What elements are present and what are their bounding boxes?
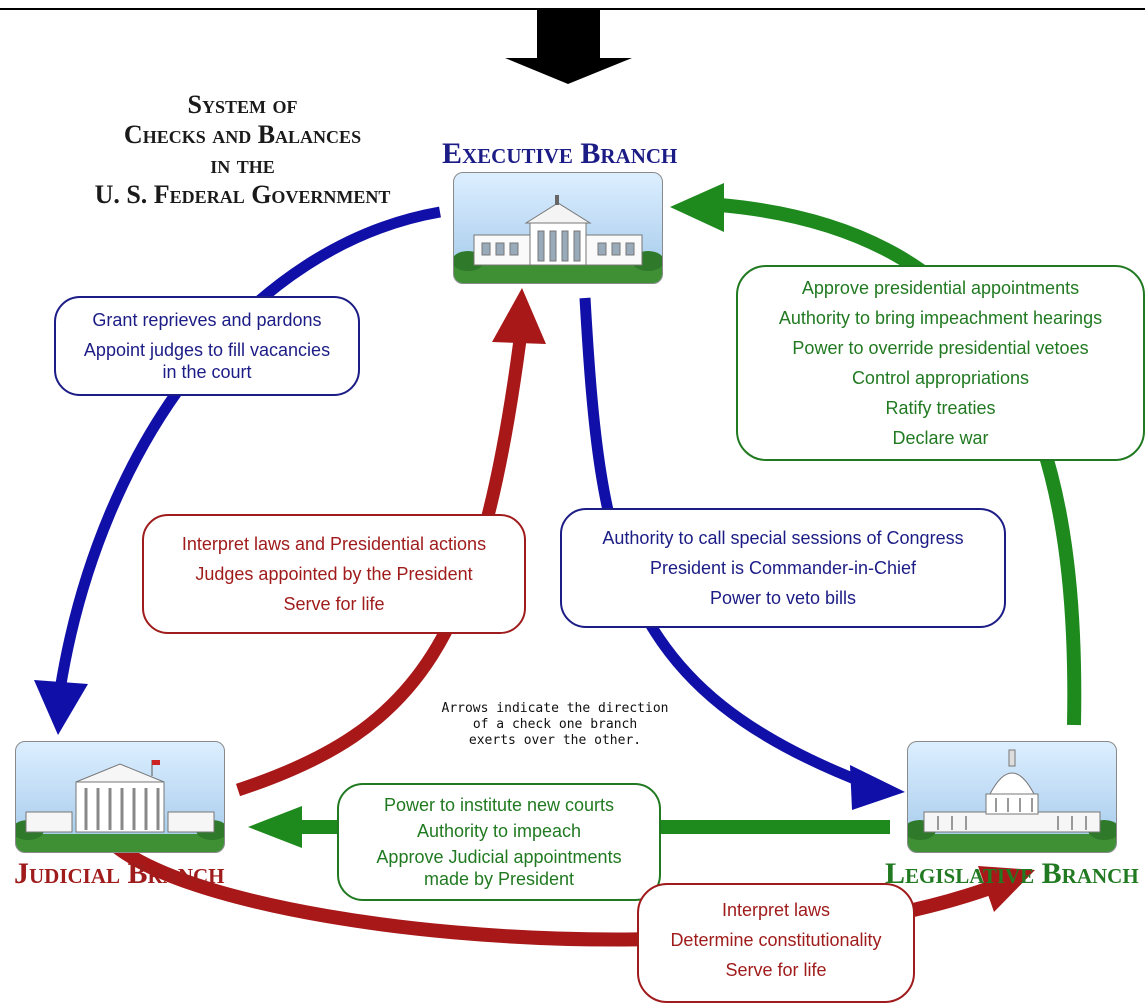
judicial-branch-label: Judicial Branch xyxy=(14,857,225,890)
supreme-court-icon xyxy=(15,741,225,853)
title-line-1: System of xyxy=(187,90,298,119)
check-item: Power to institute new courts xyxy=(383,795,615,815)
check-item: President is Commander-in-Chief xyxy=(649,558,917,578)
arrow-head-executive-to-judicial xyxy=(34,680,88,735)
capitol-building-icon xyxy=(907,741,1117,853)
check-item: Approve presidential appointments xyxy=(801,278,1080,298)
check-box-executive-over-legislative: Authority to call special sessions of Co… xyxy=(560,508,1006,628)
check-item: Serve for life xyxy=(725,960,827,980)
check-item: Control appropriations xyxy=(851,368,1030,388)
note-line-1: Arrows indicate the direction xyxy=(441,701,669,716)
check-item: Approve Judicial appointments made by Pr… xyxy=(376,847,622,889)
note-line-2: of a check one branch xyxy=(472,717,638,732)
white-house-icon xyxy=(453,172,663,284)
arrow-judicial-to-executive xyxy=(235,339,527,797)
check-item: Grant reprieves and pardons xyxy=(92,310,322,330)
check-box-executive-over-judicial: Grant reprieves and pardons Appoint judg… xyxy=(54,296,360,396)
check-item: Interpret laws xyxy=(721,900,831,920)
check-item: Authority to call special sessions of Co… xyxy=(602,528,964,548)
executive-branch-label: Executive Branch xyxy=(442,137,678,170)
check-item: Judges appointed by the President xyxy=(195,564,473,584)
title-line-3: in the xyxy=(210,150,275,179)
check-item: Serve for life xyxy=(283,594,385,614)
arrow-head-judicial-to-executive xyxy=(492,288,546,344)
title-line-2: Checks and Balances xyxy=(123,120,362,149)
title-line-4: U. S. Federal Government xyxy=(94,180,391,209)
arrow-legend-note: Arrows indicate the direction of a check… xyxy=(420,701,690,749)
check-box-legislative-over-judicial: Power to institute new courts Authority … xyxy=(337,783,661,901)
down-arrow-icon xyxy=(505,9,632,84)
arrow-head-executive-to-legislative xyxy=(850,765,905,810)
diagram-title: System of Checks and Balances in the U. … xyxy=(45,90,440,210)
check-box-judicial-over-legislative: Interpret laws Determine constitutionali… xyxy=(637,883,915,1003)
check-item: Authority to bring impeachment hearings xyxy=(778,308,1103,328)
legislative-branch-label: Legislative Branch xyxy=(885,857,1139,890)
arrow-head-judicial-to-legislative xyxy=(978,866,1035,912)
check-item: Determine constitutionality xyxy=(670,930,882,950)
note-line-3: exerts over the other. xyxy=(468,733,642,748)
check-item: Power to veto bills xyxy=(709,588,857,608)
check-item: Interpret laws and Presidential actions xyxy=(181,534,487,554)
check-box-legislative-over-executive: Approve presidential appointments Author… xyxy=(736,265,1145,461)
check-item: Declare war xyxy=(892,428,989,448)
check-item: Authority to impeach xyxy=(416,821,582,841)
check-item: Ratify treaties xyxy=(885,398,996,418)
arrow-head-legislative-to-executive xyxy=(670,183,724,232)
check-item: Power to override presidential vetoes xyxy=(792,338,1089,358)
check-item: Appoint judges to fill vacancies in the … xyxy=(83,340,331,382)
check-box-judicial-over-executive: Interpret laws and Presidential actions … xyxy=(142,514,526,634)
arrow-head-legislative-to-judicial xyxy=(248,806,302,848)
